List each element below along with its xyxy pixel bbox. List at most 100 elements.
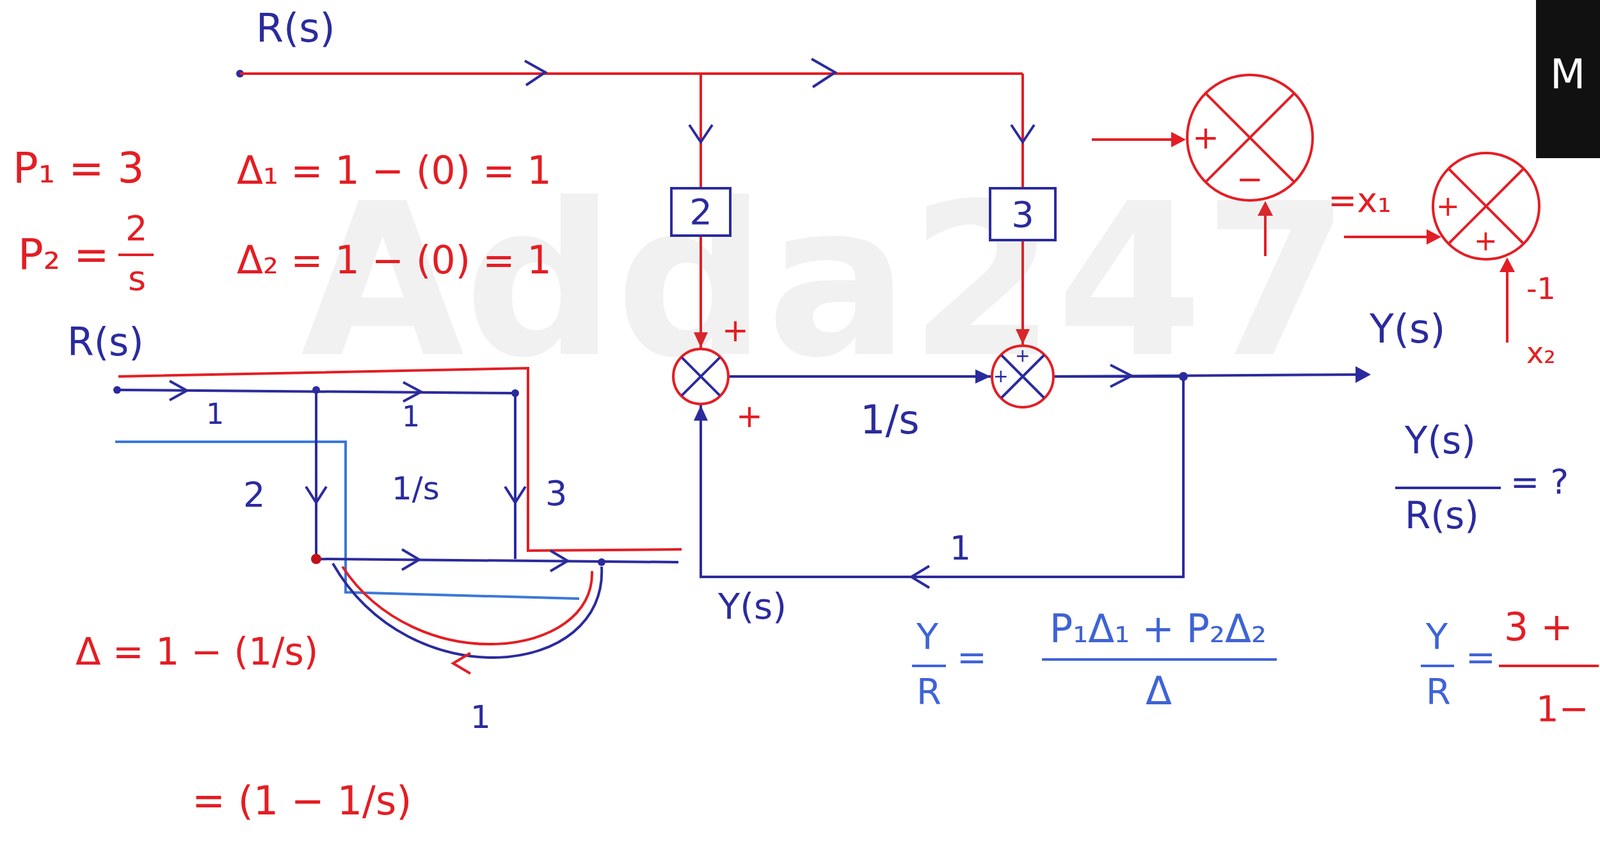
signal-line (699, 236, 703, 348)
arrow-head (1015, 328, 1030, 345)
arrow-head (1171, 131, 1186, 148)
fraction-denominator: 1− (1536, 688, 1590, 729)
flow-chevron (401, 549, 420, 570)
junction-ring (992, 345, 1054, 408)
signal-line (1021, 241, 1024, 345)
flow-chevron (811, 58, 836, 88)
annotation-arrow (1344, 235, 1428, 239)
sign-mark: − (1236, 163, 1264, 196)
flow-chevron (403, 382, 422, 402)
equation: = (956, 636, 987, 678)
sign-mark: + (721, 314, 749, 347)
flow-chevron (524, 60, 546, 86)
summing-junction: +− (1185, 73, 1314, 202)
fraction-numerator: 2 (125, 208, 148, 249)
equation: P₂ = (17, 230, 110, 280)
gain-block: 3 (988, 186, 1057, 242)
branch-gain: 1/s (391, 470, 440, 508)
sign-mark: + (1436, 192, 1460, 221)
equation: = (1465, 636, 1496, 678)
sign-mark: + (1192, 121, 1220, 154)
arrow-head (1499, 257, 1515, 272)
signal-name: x₂ (1526, 336, 1556, 370)
summing-junction: ++ (1431, 151, 1541, 261)
highlight-path (118, 368, 682, 551)
flow-chevron (305, 486, 327, 503)
branch-wire (1021, 73, 1024, 187)
feedback-loop (332, 563, 602, 658)
note: =x₁ (1328, 180, 1392, 221)
fraction-denominator: s (128, 258, 146, 299)
signal-wire (314, 389, 318, 559)
branch-gain: 3 (545, 473, 568, 514)
signal-connector (693, 236, 708, 348)
branch-gain: 1/s (857, 398, 923, 442)
signal-connector (693, 376, 1184, 577)
node-dot (311, 553, 322, 564)
branch-gain: 1 (947, 529, 974, 567)
fraction-denominator: R (916, 670, 942, 712)
summing-junction: ++ (990, 344, 1055, 409)
fraction-bar (1041, 657, 1277, 661)
fraction-bar (118, 253, 154, 256)
equation: P₁ = 3 (12, 144, 145, 193)
fraction-denominator: Δ (1145, 668, 1172, 713)
signal-name: Y(s) (1369, 305, 1446, 352)
signal-connector (729, 369, 991, 384)
arrow-head (1355, 366, 1371, 383)
fraction-numerator: Y(s) (1404, 419, 1476, 463)
signal-connector (1015, 241, 1030, 345)
fraction-numerator: P₁Δ₁ + P₂Δ₂ (1049, 606, 1267, 651)
branch-gain: 1 (206, 398, 224, 431)
equation: Δ₁ = 1 − (0) = 1 (236, 148, 552, 193)
block-gain: 3 (1011, 194, 1035, 235)
fraction-bar (1395, 486, 1501, 489)
summing-junction: ++ (672, 347, 730, 406)
arrow-head (693, 332, 708, 348)
fraction-numerator: Y (916, 615, 939, 657)
loop-highlight (342, 566, 592, 644)
equation: = (1 − 1/s) (192, 777, 412, 824)
flow-chevron (504, 486, 526, 503)
branch-gain: -1 (1526, 272, 1556, 306)
signal-line (700, 376, 1184, 577)
signal-name: Y(s) (718, 585, 787, 627)
annotation-arrow (1091, 138, 1176, 141)
fraction-bar (912, 664, 946, 667)
flow-chevron (1011, 124, 1035, 143)
junction-ring (1187, 74, 1313, 201)
junction-cross (681, 357, 720, 395)
junction-outline (672, 347, 730, 406)
tab-letter: M (1550, 51, 1586, 99)
corner-tab (1536, 0, 1600, 159)
annotation-arrow (1264, 215, 1267, 256)
branch-gain: 1 (401, 400, 420, 434)
equation: = ? (1510, 462, 1569, 502)
signal-name: R(s) (67, 320, 144, 365)
fraction-numerator: Y (1425, 615, 1448, 657)
sign-mark: + (1015, 346, 1030, 365)
fraction-bar (1498, 664, 1599, 667)
branch-gain: 2 (243, 474, 265, 515)
sign-mark: + (736, 400, 763, 432)
flow-chevron (453, 652, 471, 674)
signal-wire (316, 558, 679, 562)
block-gain: 2 (689, 192, 713, 232)
signal-wire (513, 392, 517, 559)
flow-chevron (169, 380, 187, 400)
sign-mark: + (1473, 226, 1498, 255)
arrow-head (693, 405, 708, 421)
branch-gain: 1 (470, 698, 491, 736)
fraction-denominator: R (1425, 670, 1451, 712)
junction-ring (1432, 152, 1540, 260)
signal-name: R(s) (256, 5, 336, 51)
equation: Δ = 1 − (1/s) (75, 630, 319, 674)
input-wire (240, 72, 1023, 75)
annotation-arrow (1505, 271, 1509, 343)
flow-chevron (689, 124, 713, 143)
signal-line (729, 375, 991, 378)
arrow-head (975, 369, 991, 384)
